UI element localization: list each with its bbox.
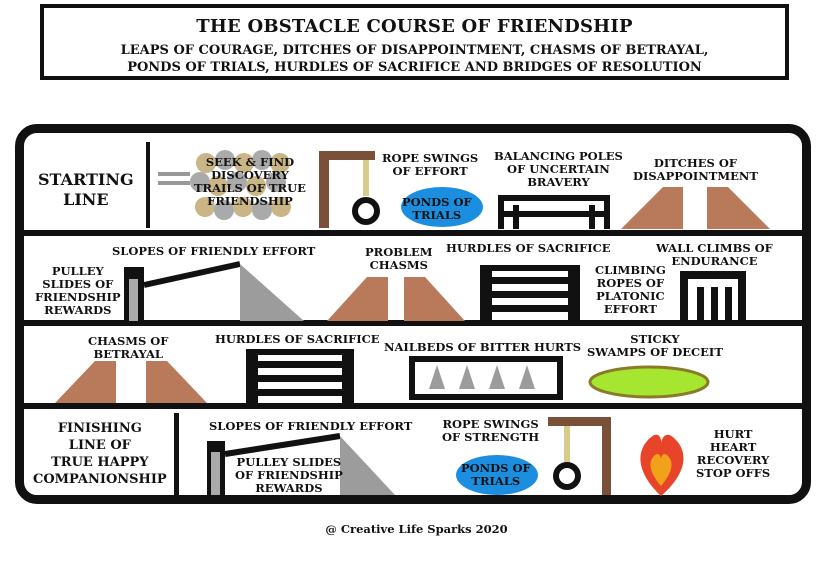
balancing-line-3: BRAVERY xyxy=(527,175,590,189)
wall-line-1: WALL CLIMBS OF xyxy=(656,241,773,255)
subtitle-line-2: PONDS OF TRIALS, HURDLES OF SACRIFICE AN… xyxy=(127,60,702,75)
pond-icon xyxy=(401,187,483,227)
rope-swing-icon xyxy=(548,417,611,495)
climbing-line-3: PLATONIC xyxy=(596,289,665,303)
wall-climbs-label: WALL CLIMBS OF ENDURANCE xyxy=(656,242,773,268)
problem-chasms-label: PROBLEM CHASMS xyxy=(365,246,433,272)
credit-text: @ Creative Life Sparks 2020 xyxy=(325,522,508,536)
seek-find-line-1: SEEK & FIND xyxy=(205,155,295,169)
finishing-line-label: FINISHING LINE OF TRUE HAPPY COMPANIONSH… xyxy=(33,420,167,488)
pulley4-line-2: OF FRIENDSHIP xyxy=(235,468,343,482)
climbing-line-4: EFFORT xyxy=(603,302,657,316)
hurdle-gate-icon xyxy=(480,265,580,321)
heart-line-3: RECOVERY xyxy=(696,453,770,467)
lane-divider-3 xyxy=(22,403,810,409)
climbing-line-1: CLIMBING xyxy=(595,263,666,277)
pond-icon xyxy=(456,455,538,495)
chasms-betrayal-label: CHASMS OF BETRAYAL xyxy=(88,335,168,361)
swamp-line-1: STICKY xyxy=(630,332,680,346)
sticky-swamps-label: STICKY SWAMPS OF DECEIT xyxy=(587,333,723,359)
start-marker-bottom xyxy=(158,181,190,185)
title-box: THE OBSTACLE COURSE OF FRIENDSHIP LEAPS … xyxy=(40,4,789,80)
starting-line-2: LINE xyxy=(63,190,109,209)
rope-swings-line-1: ROPE SWINGS xyxy=(382,151,479,165)
finish-line-4: COMPANIONSHIP xyxy=(33,472,167,487)
rope-swings-line-2: OF EFFORT xyxy=(392,164,468,178)
pebbles-icon xyxy=(190,150,291,220)
balancing-line-2: OF UNCERTAIN xyxy=(507,162,610,176)
slopes-label-row4: SLOPES OF FRIENDLY EFFORT xyxy=(209,419,413,433)
start-marker-top xyxy=(158,172,190,176)
start-line-bar xyxy=(146,142,150,228)
problem-chasms-icon xyxy=(327,277,465,321)
starting-line-label: STARTING LINE xyxy=(38,170,134,210)
pulley-line-2: SLIDES OF xyxy=(42,277,114,291)
heart-line-4: STOP OFFS xyxy=(696,466,771,480)
pulley4-line-1: PULLEY SLIDES xyxy=(236,455,342,469)
pulley-slide-icon xyxy=(207,433,395,495)
page-title: THE OBSTACLE COURSE OF FRIENDSHIP xyxy=(196,16,633,37)
swamp-line-2: SWAMPS OF DECEIT xyxy=(587,345,723,359)
nailbed-icon xyxy=(409,356,563,400)
rope4-line-1: ROPE SWINGS xyxy=(442,417,539,431)
pulley4-line-3: REWARDS xyxy=(255,481,323,495)
ditches-line-2: DISAPPOINTMENT xyxy=(633,169,758,183)
seek-find-line-4: FRIENDSHIP xyxy=(207,194,293,208)
nailbeds-label: NAILBEDS OF BITTER HURTS xyxy=(384,340,582,354)
slopes-label: SLOPES OF FRIENDLY EFFORT xyxy=(112,244,316,258)
wall-line-2: ENDURANCE xyxy=(671,254,758,268)
rope-swings-effort-label: ROPE SWINGS OF EFFORT xyxy=(382,152,478,178)
finish-line-2: LINE OF xyxy=(68,438,131,453)
ditches-label: DITCHES OF DISAPPOINTMENT xyxy=(633,157,758,183)
rope-swings-strength-label: ROPE SWINGS OF STRENGTH xyxy=(442,418,539,444)
problem-line-2: CHASMS xyxy=(369,258,428,272)
pulley-line-4: REWARDS xyxy=(44,303,112,317)
ponds-of-trials-label-row4: PONDS OF TRIALS xyxy=(461,462,531,488)
heart-line-1: HURT xyxy=(713,427,753,441)
wall-climb-icon xyxy=(680,271,746,321)
swamp-icon xyxy=(588,365,710,399)
subtitle-line-1: LEAPS OF COURAGE, DITCHES OF DISAPPOINTM… xyxy=(120,43,709,58)
seek-find-line-3: TRAILS OF TRUE xyxy=(194,181,306,195)
hurdles-label: HURDLES OF SACRIFICE xyxy=(446,241,611,255)
lane-divider-2 xyxy=(22,320,810,326)
pulley-slides-label-row4: PULLEY SLIDES OF FRIENDSHIP REWARDS xyxy=(235,456,343,495)
ponds4-line-2: TRIALS xyxy=(471,474,521,488)
ponds-of-trials-label: PONDS OF TRIALS xyxy=(402,196,472,222)
climbing-ropes-label: CLIMBING ROPES OF PLATONIC EFFORT xyxy=(595,264,666,316)
page-subtitle: LEAPS OF COURAGE, DITCHES OF DISAPPOINTM… xyxy=(44,42,785,76)
chasms-line-2: BETRAYAL xyxy=(93,347,163,361)
climbing-line-2: ROPES OF xyxy=(596,276,665,290)
pulley-line-1: PULLEY xyxy=(51,264,104,278)
balancing-poles-label: BALANCING POLES OF UNCERTAIN BRAVERY xyxy=(494,150,623,189)
lane-divider-1 xyxy=(22,230,810,236)
ponds-line-1: PONDS OF xyxy=(402,195,472,209)
rope-swing-icon xyxy=(319,151,380,228)
starting-line-1: STARTING xyxy=(38,170,134,189)
betrayal-chasms-icon xyxy=(55,361,207,403)
hurdle-gate-icon xyxy=(246,349,354,403)
pulley-slides-label: PULLEY SLIDES OF FRIENDSHIP REWARDS xyxy=(35,265,121,317)
hurt-heart-label: HURT HEART RECOVERY STOP OFFS xyxy=(696,428,770,480)
balancing-poles-icon xyxy=(498,195,610,229)
finish-line-bar xyxy=(174,413,179,495)
ditches-line-1: DITCHES OF xyxy=(653,156,738,170)
seek-find-line-2: DISCOVERY xyxy=(211,168,289,182)
seek-find-label: SEEK & FIND DISCOVERY TRAILS OF TRUE FRI… xyxy=(194,156,306,208)
ponds4-line-1: PONDS OF xyxy=(461,461,531,475)
chasms-line-1: CHASMS OF xyxy=(88,334,169,348)
hurdles-label-row3: HURDLES OF SACRIFICE xyxy=(215,332,380,346)
heart-line-2: HEART xyxy=(709,440,757,454)
ponds-line-2: TRIALS xyxy=(412,208,462,222)
finish-line-3: TRUE HAPPY xyxy=(51,455,149,470)
balancing-line-1: BALANCING POLES xyxy=(494,149,623,163)
problem-line-1: PROBLEM xyxy=(365,245,433,259)
ditch-ramps-icon xyxy=(621,187,770,229)
rope4-line-2: OF STRENGTH xyxy=(442,430,540,444)
pulley-slide-icon xyxy=(124,261,304,321)
pulley-line-3: FRIENDSHIP xyxy=(35,290,121,304)
heart-flame-icon xyxy=(640,434,684,496)
finish-line-1: FINISHING xyxy=(57,421,142,436)
